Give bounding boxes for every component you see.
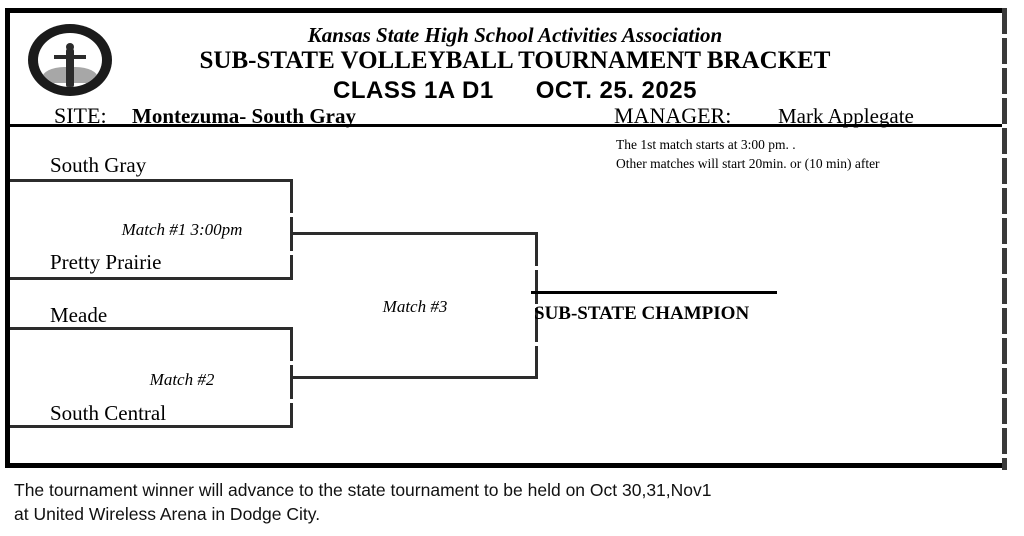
team-line-4 [10,425,292,428]
advancement-note: The tournament winner will advance to th… [14,478,994,526]
connector-match-3 [535,232,538,379]
bracket-sheet: Kansas State High School Activities Asso… [5,8,1006,468]
feed-line-top [292,232,538,235]
manager-label: MANAGER: [614,103,732,128]
organization-title: Kansas State High School Activities Asso… [307,23,723,47]
class-label: CLASS 1A D1 [333,77,494,104]
connector-match-2 [290,327,293,428]
document-title: SUB-STATE VOLLEYBALL TOURNAMENT BRACKET [199,47,831,74]
note-line-2: Other matches will start 20min. or (10 m… [616,156,880,171]
kshsaa-seal-icon [28,24,112,96]
bracket-graph: South Gray Pretty Prairie Meade South Ce… [10,13,1011,468]
team-slot-south-central[interactable]: South Central [50,401,167,425]
header-divider [10,124,1006,127]
seal-figure-head [66,43,74,51]
match-label-3: Match #3 [382,297,448,316]
seal-inner-field [38,33,102,87]
sheet-right-edge [1002,8,1007,470]
connector-match-1 [290,179,293,280]
start-time-note: The 1st match starts at 3:00 pm. . Other… [616,135,976,173]
champion-label[interactable]: SUB-STATE CHAMPION [534,303,750,324]
team-line-1 [10,179,292,182]
class-and-date-line: CLASS 1A D1 OCT. 25. 2025 [120,77,910,105]
footer-line-1: The tournament winner will advance to th… [14,480,712,500]
seal-figure-body [66,48,74,87]
team-slot-south-gray[interactable]: South Gray [50,153,147,177]
team-line-3 [10,327,292,330]
date-label: OCT. 25. 2025 [535,77,697,104]
team-slot-meade[interactable]: Meade [50,303,108,327]
note-line-1: The 1st match starts at 3:00 pm. . [616,137,796,152]
team-line-2 [10,277,292,280]
match-label-1: Match #1 3:00pm [121,220,243,239]
footer-line-2: at United Wireless Arena in Dodge City. [14,504,321,524]
site-label: SITE: [54,103,107,128]
match-label-2: Match #2 [149,370,215,389]
feed-line-bottom [292,376,538,379]
champion-line [531,291,777,294]
team-slot-pretty-prairie[interactable]: Pretty Prairie [50,250,162,274]
